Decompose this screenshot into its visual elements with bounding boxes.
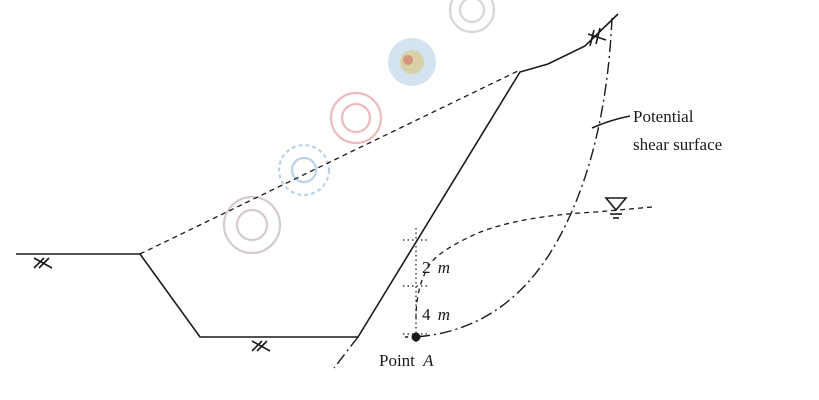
ground-profile — [16, 13, 619, 338]
point-a-marker — [411, 332, 421, 342]
potential-shear-surface — [405, 17, 613, 338]
ground-hatch-top — [587, 27, 607, 47]
dimension-lower-label: 4 m — [422, 305, 450, 324]
potential-label-leader — [591, 115, 631, 129]
watermark-logo-red — [329, 91, 383, 145]
potential-shear-label-line1: Potential — [633, 107, 694, 126]
dimension-upper-label: 2 m — [422, 258, 450, 277]
water-table-line — [415, 206, 653, 319]
ground-hatch-base — [251, 340, 271, 352]
watermark-logo-gear — [277, 143, 331, 197]
watermark-logos — [222, 0, 496, 255]
watermark-logo-gear-inner — [290, 156, 318, 184]
dimension-upper-unit: m — [438, 258, 450, 277]
water-table-icon — [604, 197, 628, 219]
watermark-logo-gray-inner — [458, 0, 486, 24]
slope-extension-line — [333, 336, 359, 369]
watermark-logo-left — [222, 195, 282, 255]
watermark-logo-gray — [448, 0, 496, 34]
ground-hatch-left — [33, 257, 53, 269]
watermark-logo-color-inner — [400, 50, 424, 74]
watermark-logo-left-inner — [235, 208, 269, 242]
point-a-label: Point A — [379, 351, 434, 370]
point-a-prefix: Point — [379, 351, 415, 370]
point-a-name: A — [422, 351, 434, 370]
dimension-lower-unit: m — [438, 305, 450, 324]
original-slope-dashed-line — [139, 69, 521, 255]
watermark-logo-color — [388, 38, 436, 86]
dimension-lower-value: 4 — [422, 305, 431, 324]
dimension-upper-value: 2 — [422, 258, 431, 277]
watermark-logo-color-core — [403, 55, 413, 65]
watermark-logo-red-inner — [340, 102, 372, 134]
potential-shear-label-line2: shear surface — [633, 135, 722, 154]
